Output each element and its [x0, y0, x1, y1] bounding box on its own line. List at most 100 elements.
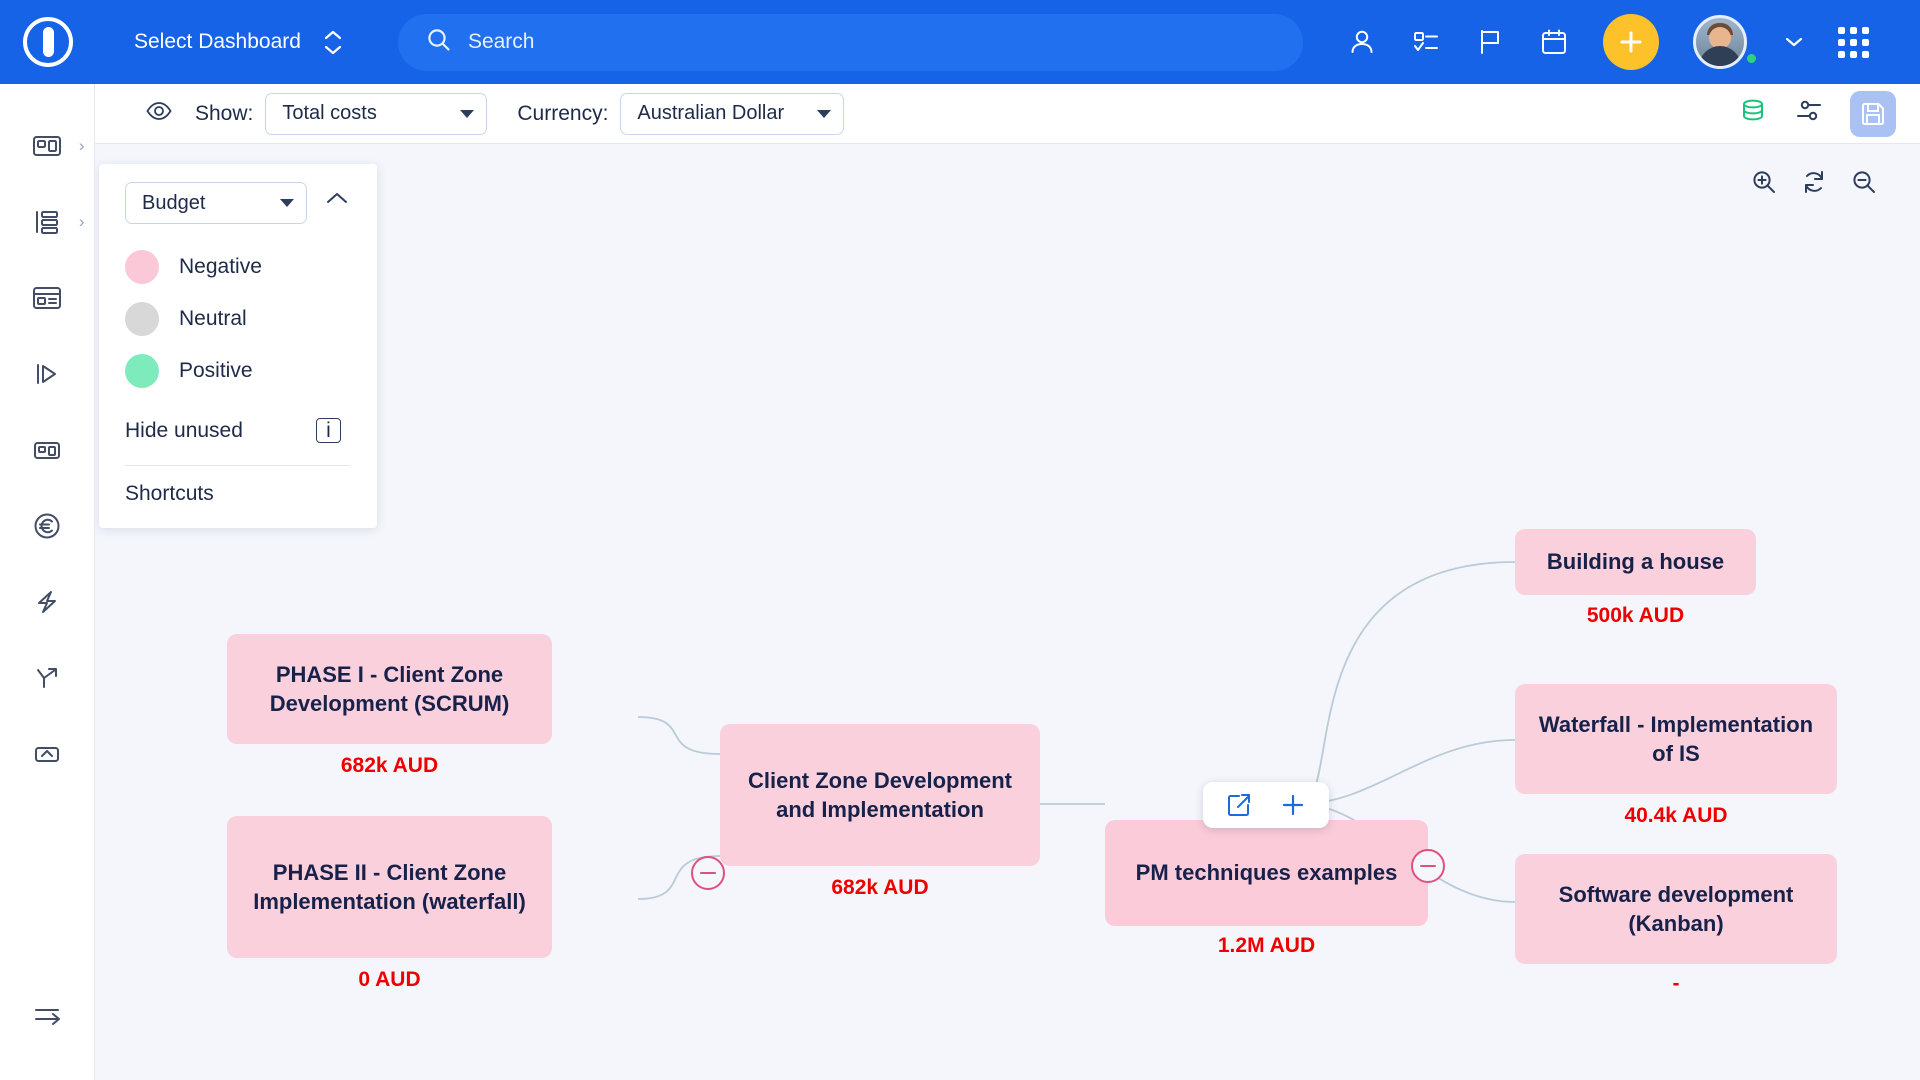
legend-items: Negative Neutral Positive: [99, 224, 377, 388]
legend-label: Negative: [179, 255, 262, 278]
node-phase1[interactable]: PHASE I - Client Zone Development (SCRUM…: [227, 634, 552, 744]
dashboard-icon: [33, 136, 61, 156]
node-house[interactable]: Building a house: [1515, 529, 1756, 595]
avatar: [1692, 15, 1747, 69]
mindmap: PHASE I - Client Zone Development (SCRUM…: [95, 144, 1920, 1080]
save-button[interactable]: [1850, 90, 1896, 137]
node-clientzone[interactable]: Client Zone Development and Implementati…: [720, 724, 1040, 866]
legend-divider: [125, 465, 351, 466]
structure-icon: [36, 211, 58, 234]
search-input[interactable]: Search: [397, 13, 1303, 71]
sidebar-item-reports[interactable]: [0, 412, 95, 488]
zoom-controls: [1750, 168, 1878, 201]
user-menu[interactable]: [1692, 15, 1804, 69]
node-label: PM techniques examples: [1135, 860, 1398, 886]
search-placeholder: Search: [467, 30, 535, 53]
reports-icon: [34, 442, 60, 459]
shortcuts-link[interactable]: Shortcuts: [125, 482, 214, 505]
legend-header: Budget: [99, 182, 377, 224]
node-label: PHASE I - Client Zone Development (SCRUM…: [269, 661, 510, 716]
database-icon[interactable]: [1738, 96, 1768, 131]
legend-label: Neutral: [179, 307, 247, 330]
branch-icon: [37, 668, 57, 688]
dashboard-selector-label: Select Dashboard: [134, 30, 301, 53]
flag-icon[interactable]: [1475, 27, 1505, 57]
plus-icon[interactable]: [1279, 791, 1307, 819]
user-icon[interactable]: [1347, 27, 1377, 57]
info-icon[interactable]: i: [316, 418, 341, 443]
node-cost-kanban: -: [1672, 972, 1680, 995]
task-list-icon[interactable]: [1411, 27, 1441, 57]
chevron-right-icon: ›: [78, 212, 85, 231]
legend-item-negative[interactable]: Negative: [125, 250, 377, 284]
node-cost-phase2: 0 AUD: [358, 968, 421, 991]
currency-euro-icon: [34, 513, 60, 539]
node-cost-clientzone: 682k AUD: [831, 876, 929, 899]
sidebar-item-currency[interactable]: [0, 488, 95, 564]
node-root[interactable]: PM techniques examples: [1105, 820, 1428, 926]
menu-collapse-icon: [34, 1009, 60, 1025]
refresh-icon[interactable]: [1800, 168, 1828, 201]
node-label: Client Zone Development and Implementati…: [747, 767, 1013, 822]
node-label: Software development (Kanban): [1558, 881, 1794, 936]
node-label: Waterfall - Implementation of IS: [1538, 711, 1814, 766]
node-cost-house: 500k AUD: [1586, 604, 1685, 627]
show-select-value: Total costs: [282, 102, 377, 124]
sidebar-item-lightning[interactable]: [0, 564, 95, 640]
node-label: Building a house: [1546, 549, 1725, 575]
sidebar-item-structure[interactable]: ›: [0, 184, 95, 260]
collapse-button-clientzone[interactable]: [691, 856, 725, 890]
sidebar-item-card-view[interactable]: [0, 260, 95, 336]
legend-collapse-button[interactable]: [325, 191, 349, 210]
node-cost-phase1: 682k AUD: [340, 754, 439, 777]
legend-item-neutral[interactable]: Neutral: [125, 302, 377, 336]
app-logo[interactable]: [0, 17, 96, 67]
currency-select-value: Australian Dollar: [637, 102, 785, 124]
show-select[interactable]: Total costs: [265, 92, 488, 135]
search-icon: [426, 27, 452, 58]
eye-icon[interactable]: [145, 97, 173, 130]
zoom-in-icon[interactable]: [1750, 168, 1778, 201]
legend-swatch-positive: [125, 354, 159, 388]
node-cost-waterfall: 40.4k AUD: [1624, 804, 1728, 827]
sidebar-item-branch[interactable]: [0, 640, 95, 716]
sidebar-item-collapse-up[interactable]: [0, 716, 95, 792]
legend-swatch-neutral: [125, 302, 159, 336]
card-view-icon: [33, 287, 61, 309]
lightning-icon: [38, 591, 56, 613]
node-phase2[interactable]: PHASE II - Client Zone Implementation (w…: [227, 816, 552, 958]
legend-item-positive[interactable]: Positive: [125, 354, 377, 388]
collapse-button-root[interactable]: [1411, 849, 1445, 883]
add-button[interactable]: [1602, 14, 1659, 70]
node-kanban[interactable]: Software development (Kanban): [1515, 854, 1837, 964]
sidebar-item-flag-play[interactable]: [0, 336, 95, 412]
mindmap-canvas[interactable]: PHASE I - Client Zone Development (SCRUM…: [95, 144, 1920, 1080]
show-label: Show:: [195, 101, 254, 125]
legend-swatch-negative: [125, 250, 159, 284]
hide-unused-row[interactable]: Hide unused i: [99, 406, 377, 443]
zoom-out-icon[interactable]: [1850, 168, 1878, 201]
left-sidebar: › ›: [0, 84, 95, 1080]
currency-select[interactable]: Australian Dollar: [620, 92, 845, 135]
hide-unused-label: Hide unused: [125, 418, 243, 442]
node-waterfall[interactable]: Waterfall - Implementation of IS: [1515, 684, 1837, 794]
edit-icon[interactable]: [1225, 791, 1253, 819]
chevron-down-icon: [1785, 37, 1803, 47]
apps-grid-icon[interactable]: [1837, 26, 1869, 58]
toolbar-right-actions: [1738, 90, 1896, 137]
node-toolbar: [1203, 782, 1329, 828]
legend-select[interactable]: Budget: [125, 182, 307, 224]
legend-panel: Budget Negative Neutral Positive Hide un: [99, 164, 377, 528]
sidebar-menu-collapse[interactable]: [0, 998, 95, 1032]
dashboard-selector[interactable]: Select Dashboard: [134, 30, 343, 55]
chevron-right-icon: ›: [78, 136, 85, 155]
top-bar-icons: [1347, 14, 1869, 70]
top-bar: Select Dashboard Search: [0, 0, 1920, 84]
currency-label: Currency:: [517, 101, 609, 125]
settings-sliders-icon[interactable]: [1794, 96, 1824, 131]
sidebar-item-dashboard[interactable]: ›: [0, 108, 95, 184]
flag-play-icon: [37, 364, 56, 384]
calendar-icon[interactable]: [1539, 27, 1569, 57]
legend-select-value: Budget: [142, 191, 206, 214]
node-cost-root: 1.2M AUD: [1217, 934, 1316, 957]
